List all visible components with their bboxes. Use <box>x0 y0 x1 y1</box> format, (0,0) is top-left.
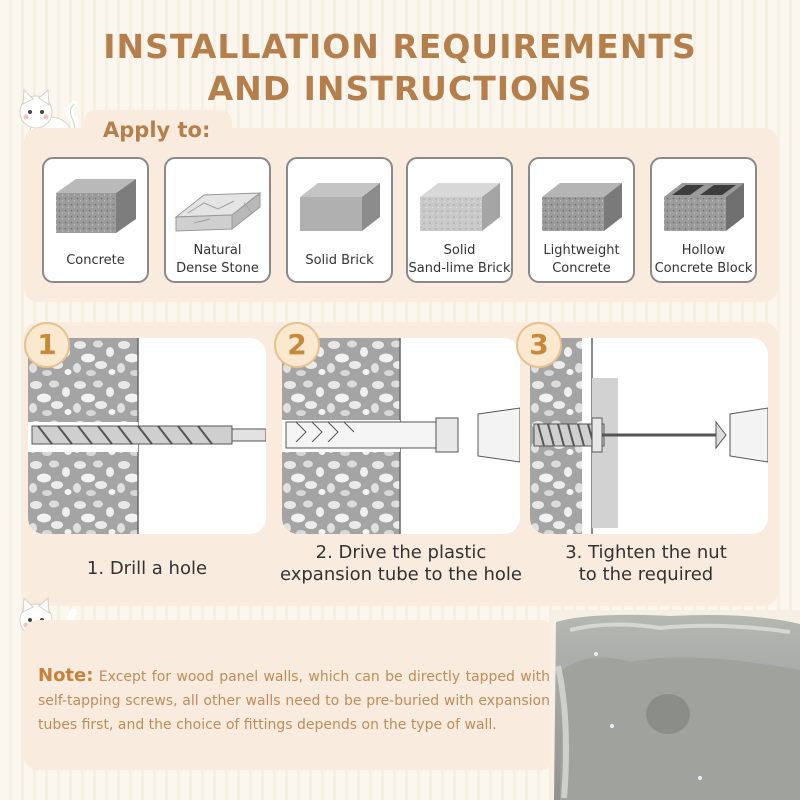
note-panel <box>24 620 554 770</box>
step-3-number: 3 <box>516 322 562 368</box>
apply-label: Apply to: <box>103 118 211 142</box>
concrete-block-icon <box>56 179 136 233</box>
note-heading: Note: <box>38 665 94 686</box>
step-1-number: 1 <box>24 322 70 368</box>
note-text: Note: Except for wood panel walls, which… <box>38 664 550 737</box>
plush-fixture-photo <box>550 610 800 800</box>
material-card-concrete: Concrete <box>42 157 149 283</box>
sand-lime-brick-icon <box>420 183 500 231</box>
drill-bit-icon <box>28 338 266 534</box>
page-title: INSTALLATION REQUIREMENTS AND INSTRUCTIO… <box>0 26 800 110</box>
step-1-caption: 1. Drill a hole <box>86 558 208 579</box>
step-3-illustration <box>530 338 768 534</box>
step-2-number: 2 <box>274 322 320 368</box>
expansion-tube-icon <box>282 338 520 534</box>
material-label: Concrete <box>66 253 125 268</box>
step-2-illustration <box>282 338 520 534</box>
solid-brick-icon <box>300 183 380 231</box>
hollow-concrete-block-icon <box>664 183 744 231</box>
material-card-solid-brick: Solid Brick <box>286 157 393 283</box>
apply-tag <box>84 110 232 152</box>
stone-block-icon <box>174 191 262 232</box>
screw-nut-icon <box>530 338 768 534</box>
step-1-illustration <box>28 338 266 534</box>
title-line-2: AND INSTRUCTIONS <box>207 69 593 108</box>
material-label: Solid Brick <box>305 253 374 268</box>
lightweight-concrete-icon <box>542 183 622 231</box>
note-body: Except for wood panel walls, which can b… <box>38 669 550 733</box>
title-line-1: INSTALLATION REQUIREMENTS <box>103 27 697 66</box>
